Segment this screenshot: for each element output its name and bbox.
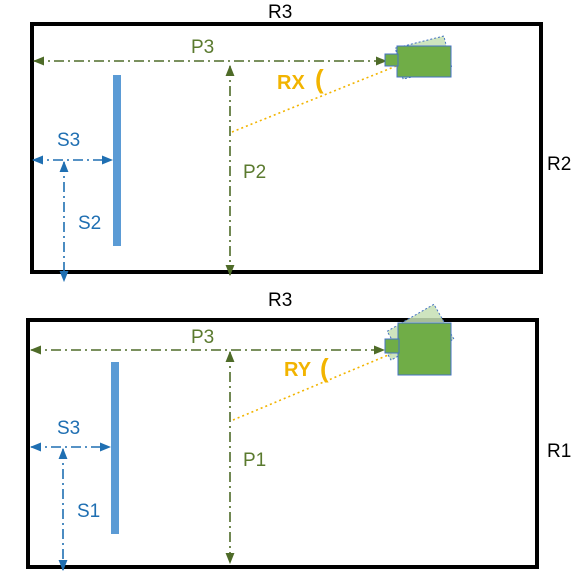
top-panel-frame (30, 22, 543, 274)
top-angle-label: RX (277, 72, 305, 94)
top-angle-arc: ( (315, 64, 324, 94)
top-blue-bar (113, 75, 121, 246)
bottom-panel-top-label: R3 (268, 290, 292, 311)
top-panel-side-label: R2 (547, 154, 571, 175)
bottom-angle-arc: ( (320, 353, 329, 383)
bottom-panel-frame (26, 318, 539, 569)
top-sight-line (231, 45, 447, 133)
bottom-blue-bar (111, 362, 119, 534)
top-s2-label: S2 (78, 213, 101, 234)
bottom-angle-label: RY (284, 359, 312, 381)
bottom-panel-side-label: R1 (547, 441, 571, 462)
top-p2-label: P2 (243, 162, 266, 183)
bottom-s3-label: S3 (57, 418, 80, 439)
bottom-p1-label: P1 (243, 450, 266, 471)
bottom-p3-label: P3 (191, 327, 214, 348)
top-s3-label: S3 (57, 130, 80, 151)
bottom-s1-label: S1 (77, 501, 100, 522)
top-panel: R3 R2 P3 P2 S3 S2 RX ( (30, 2, 571, 283)
bottom-sight-line (232, 329, 449, 421)
top-p3-label: P3 (191, 37, 214, 58)
camera-icon (384, 35, 453, 80)
camera-icon (384, 303, 455, 376)
top-panel-top-label: R3 (268, 2, 292, 23)
bottom-panel: R3 R1 P3 P1 S3 S1 RY ( (26, 290, 571, 572)
